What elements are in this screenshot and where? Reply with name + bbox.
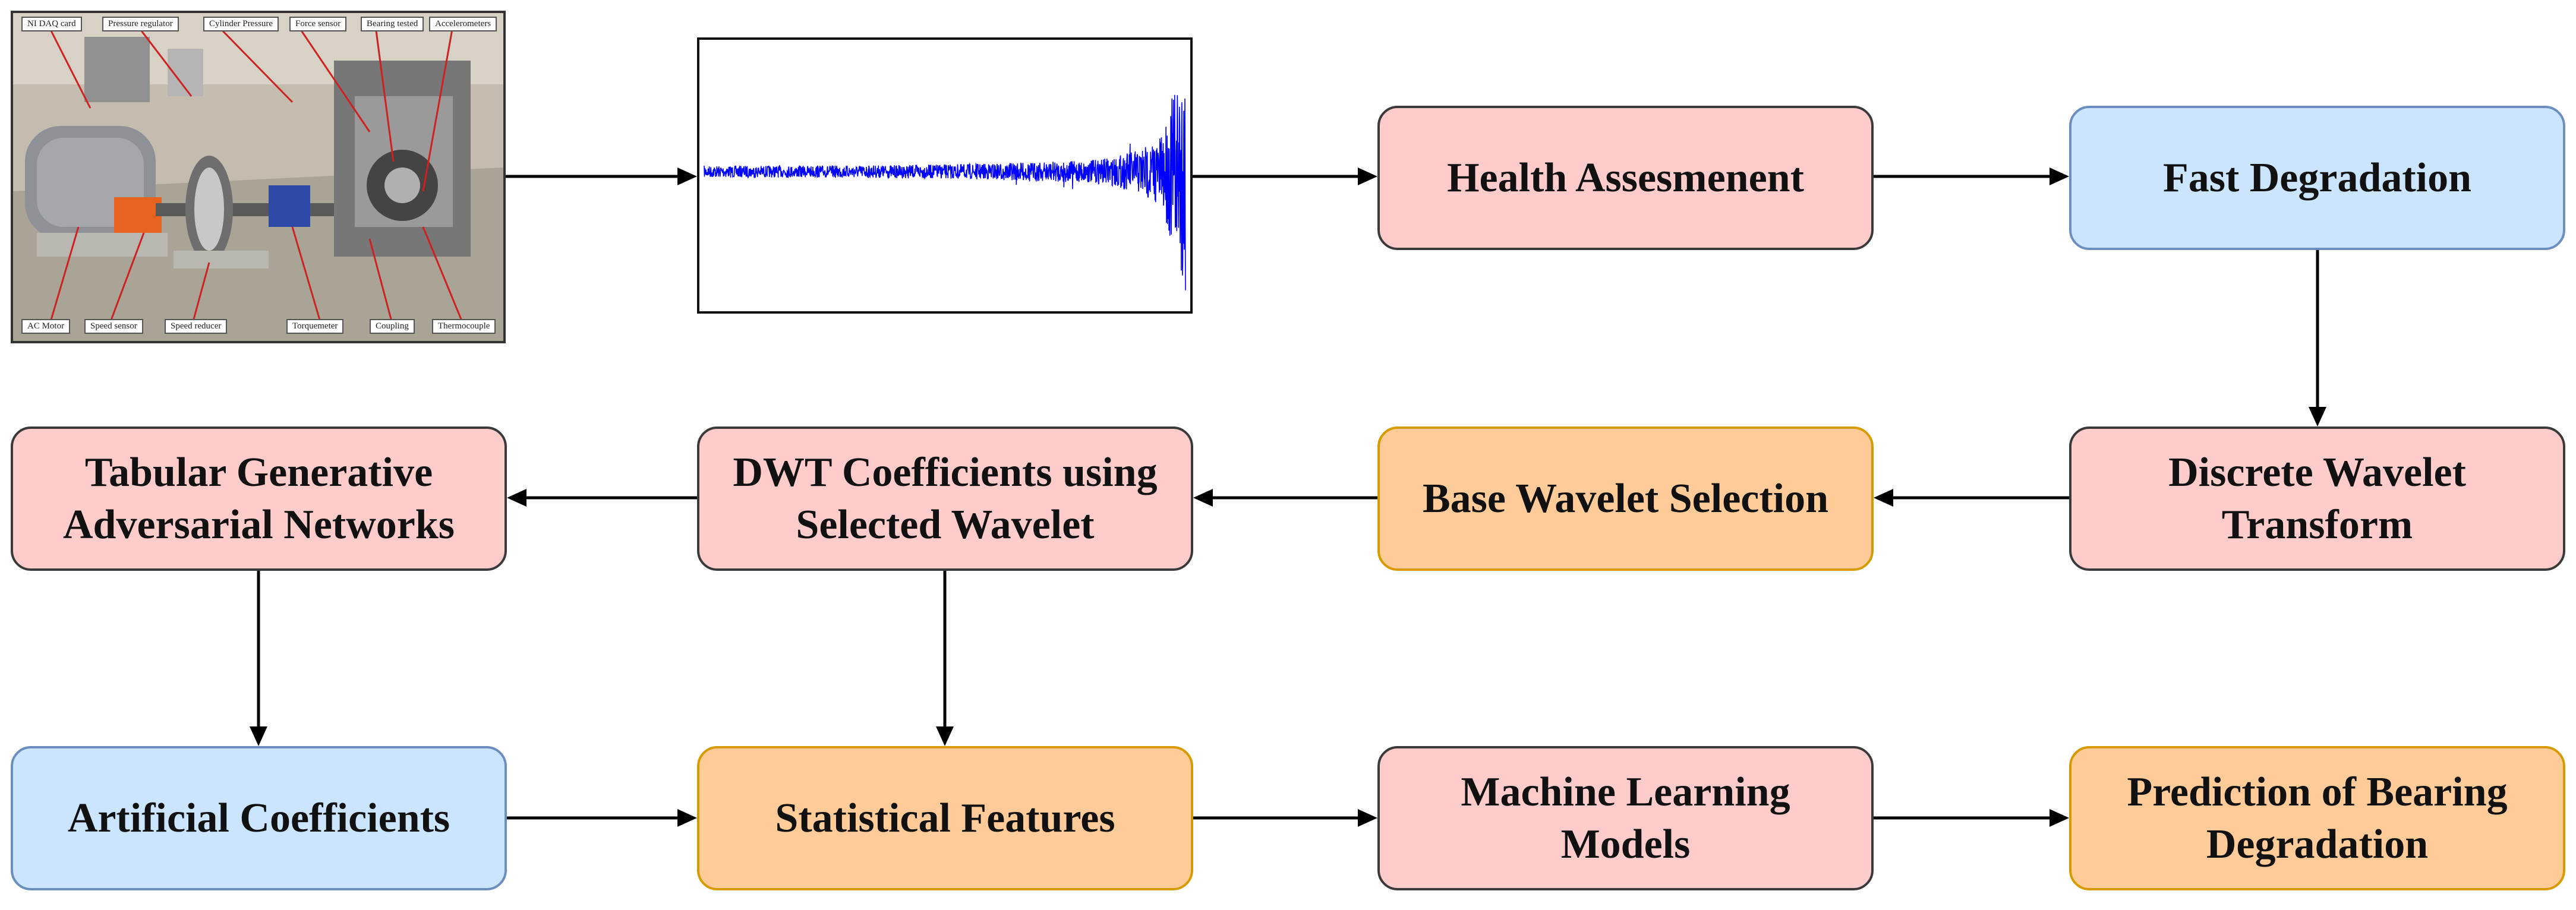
flow-arrows bbox=[0, 0, 2576, 910]
